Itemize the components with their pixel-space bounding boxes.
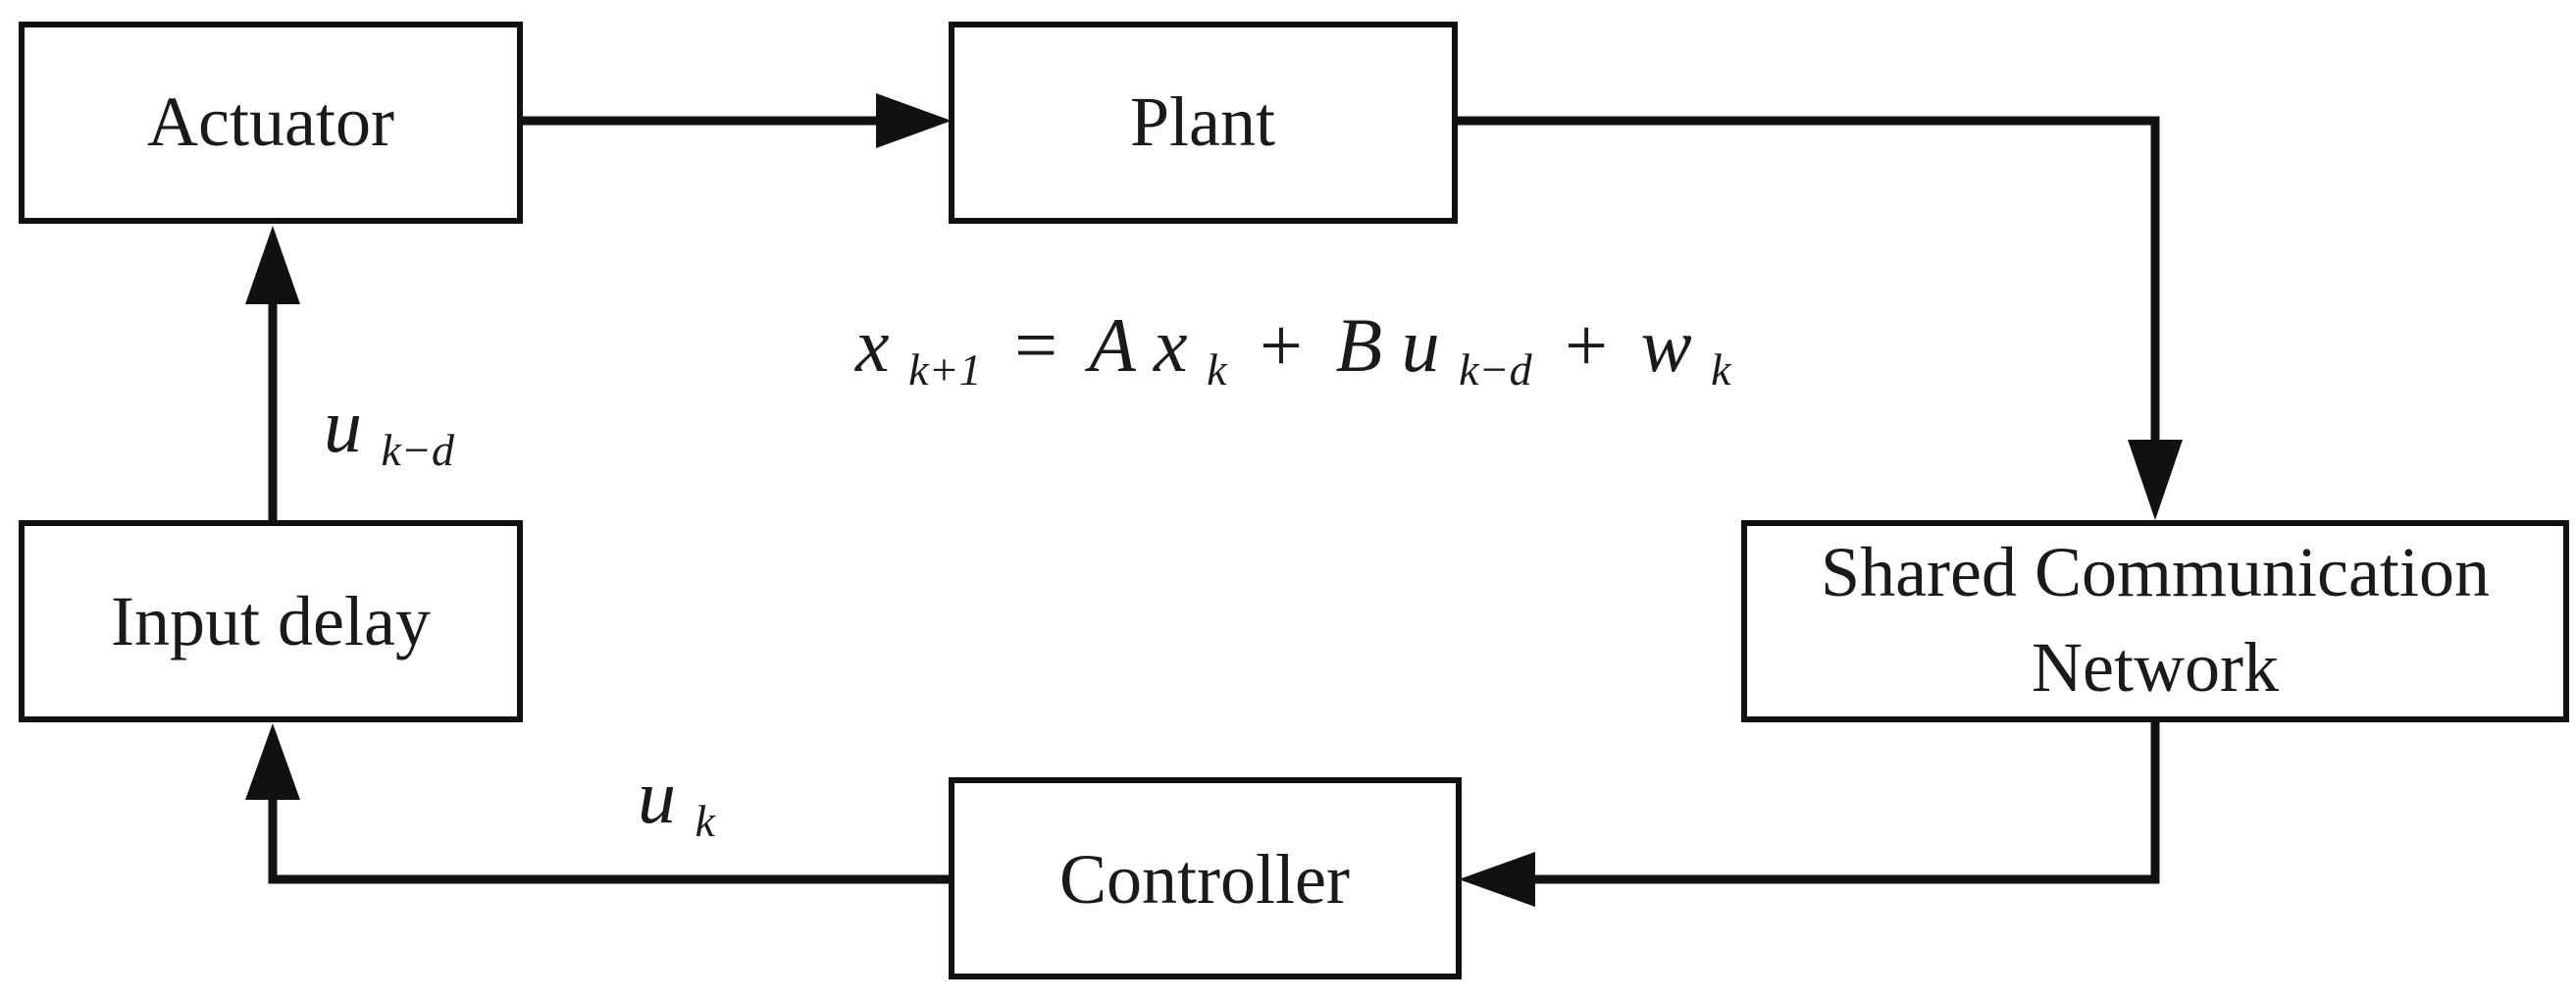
eq-A: A [1084, 302, 1136, 388]
eq-x: x [854, 302, 890, 388]
signal-delayed-input: u k−d [324, 383, 455, 475]
eq-equals: = [1014, 302, 1057, 388]
block-plant: Plant [949, 22, 1458, 224]
signal-delayed-input-subscript: k−d [382, 425, 455, 475]
block-input-delay: Input delay [19, 520, 523, 722]
block-network-label-line1: Shared Communication [1821, 533, 2490, 611]
wire-network-to-controller [1530, 721, 2160, 884]
arrowhead-down-icon [2128, 440, 2183, 520]
eq-B: B [1335, 302, 1382, 388]
block-network: Shared Communication Network [1741, 520, 2569, 722]
arrowhead-right-icon [876, 93, 952, 148]
connections [268, 116, 2160, 884]
eq-u: u [1402, 302, 1440, 388]
wire-controller-to-input-delay [268, 795, 952, 884]
block-actuator-label: Actuator [147, 82, 394, 161]
eq-plus-1: + [1260, 302, 1303, 388]
block-input-delay-label: Input delay [111, 582, 431, 660]
arrowheads [245, 93, 2183, 907]
eq-x-state-subscript: k [1207, 344, 1228, 395]
arrowhead-up-icon [245, 723, 300, 800]
wire-plant-to-network [1455, 116, 2160, 449]
arrowhead-up-icon [245, 226, 300, 304]
eq-w: w [1641, 302, 1692, 388]
arrowhead-left-icon [1459, 852, 1535, 907]
signal-delayed-input-symbol: u [324, 383, 362, 468]
block-controller: Controller [949, 777, 1462, 979]
block-controller-label: Controller [1059, 840, 1350, 919]
block-network-label-line2: Network [2032, 628, 2279, 707]
block-actuator: Actuator [19, 22, 523, 224]
block-network-frame [1741, 520, 2569, 722]
block-input-delay-frame [19, 520, 523, 722]
block-actuator-frame [19, 22, 523, 224]
signal-control-input-symbol: u [638, 754, 676, 839]
eq-x-state: x [1153, 302, 1188, 388]
eq-u-subscript: k−d [1459, 344, 1532, 395]
signal-control-input-subscript: k [696, 796, 717, 846]
signal-control-input: u k [638, 754, 717, 846]
eq-x-subscript: k+1 [908, 344, 981, 395]
block-controller-frame [949, 777, 1462, 979]
block-plant-label: Plant [1130, 82, 1275, 161]
plant-equation: x k+1 = A x k + B u k−d + w k [854, 302, 1732, 401]
block-plant-frame [949, 22, 1458, 224]
eq-plus-2: + [1565, 302, 1608, 388]
eq-w-subscript: k [1711, 344, 1732, 395]
